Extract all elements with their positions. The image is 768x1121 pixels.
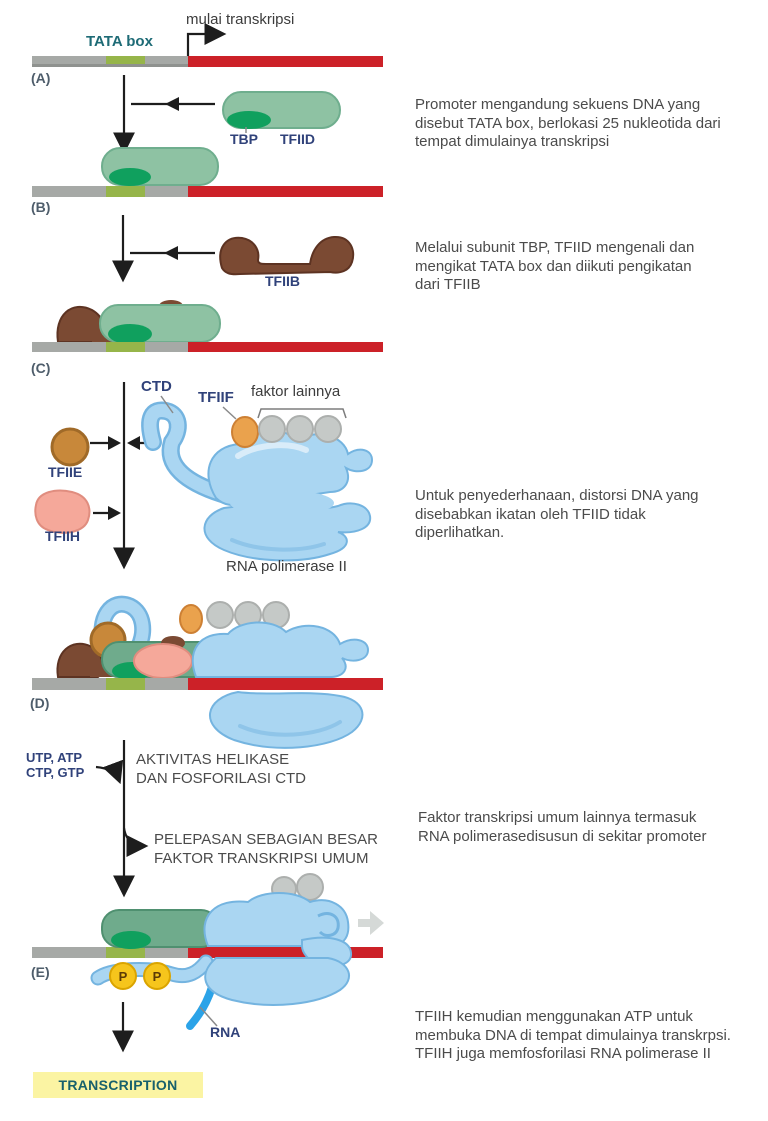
tfiib-label: TFIIB <box>265 273 300 289</box>
other-factors-label: faktor lainnya <box>251 383 341 400</box>
tata-box-label: TATA box <box>86 33 153 50</box>
caption-line: RNA polimerasedisusun di sekitar promote… <box>418 827 707 845</box>
caption-line: dari TFIIB <box>415 276 481 293</box>
caption-line: tempat dimulainya transkripsi <box>415 133 610 150</box>
caption-c: Untuk penyederhanaan, distorsi DNA yang … <box>415 487 699 543</box>
panel-b-arrows <box>112 215 215 283</box>
ntp-label: UTP, ATP CTP, GTP <box>26 750 84 780</box>
tfiih-shape <box>34 489 91 534</box>
panel-c-letter: (C) <box>31 360 51 376</box>
caption-line: Faktor transkripsi umum lainnya termasuk <box>418 809 697 826</box>
step-line: AKTIVITAS HELIKASE <box>136 751 290 768</box>
caption-line: disebabkan ikatan oleh TFIID tidak <box>415 505 646 523</box>
ntp-input-arrow-icon <box>95 759 124 785</box>
panel-b-letter: (B) <box>31 199 51 215</box>
tfiid-bound-shape <box>101 147 219 186</box>
release-step-label: PELEPASAN SEBAGIAN BESAR FAKTOR TRANSKRI… <box>154 831 378 868</box>
step-line: DAN FOSFORILASI CTD <box>136 769 307 787</box>
other-factors-shapes <box>258 415 342 443</box>
caption-line: TFIIH juga memfosforilasi RNA polimerase… <box>415 1045 711 1062</box>
caption-line: TFIIH kemudian menggunakan ATP untuk <box>415 1008 693 1025</box>
tfiie-shape <box>50 427 90 467</box>
elongating-polymerase <box>90 873 352 1030</box>
step-line: FAKTOR TRANSKRIPSI UMUM <box>154 849 369 867</box>
caption-line: Melalui subunit TBP, TFIID mengenali dan <box>415 239 695 256</box>
dna-bar-panel-e <box>32 947 383 958</box>
dna-bar-panel-b <box>32 342 383 352</box>
panel-e-letter: (E) <box>31 964 50 980</box>
panel-a-letter: (A) <box>31 70 51 86</box>
caption-line: membuka DNA di tempat dimulainya transkr… <box>415 1026 731 1044</box>
rna-label: RNA <box>210 1024 241 1040</box>
rna-polymerase-label: RNA polimerase II <box>226 558 347 575</box>
phosphate-p-label: P <box>118 969 128 984</box>
caption-line: diperlihatkan. <box>415 524 505 541</box>
caption-line: mengikat TATA box dan diikuti pengikatan <box>415 257 692 275</box>
caption-b: Melalui subunit TBP, TFIID mengenali dan… <box>415 239 694 295</box>
transcription-start-arrow-icon <box>186 23 227 56</box>
panel-d-letter: (D) <box>30 695 50 711</box>
tfiif-label: TFIIF <box>198 389 234 406</box>
caption-line: Untuk penyederhanaan, distorsi DNA yang <box>415 487 699 504</box>
phosphate-1 <box>109 962 137 990</box>
caption-line: disebut TATA box, berlokasi 25 nukleotid… <box>415 114 721 132</box>
ntp-line: UTP, ATP <box>26 750 83 765</box>
caption-d: Faktor transkripsi umum lainnya termasuk… <box>418 809 706 846</box>
transcription-banner: TRANSCRIPTION <box>33 1072 203 1098</box>
preinitiation-complex <box>56 595 370 749</box>
panel-a-arrows <box>113 75 215 155</box>
phosphate-p-label: P <box>152 969 162 984</box>
step-line: PELEPASAN SEBAGIAN BESAR <box>154 831 378 848</box>
tfiih-label: TFIIH <box>45 528 80 544</box>
release-output-arrow-icon <box>122 827 149 857</box>
rna-leader-line <box>199 1006 218 1027</box>
tfiid-free-shape <box>222 91 341 133</box>
caption-a: Promoter mengandung sekuens DNA yang dis… <box>415 96 721 152</box>
dna-bar-panel-d <box>32 678 383 690</box>
tfiif-leader-line <box>222 406 237 420</box>
other-factors-bracket <box>257 408 347 419</box>
rna-polymerase-ii-shape <box>141 401 374 562</box>
ctd-label: CTD <box>141 378 172 395</box>
movement-arrow-icon <box>358 911 384 935</box>
caption-e: TFIIH kemudian menggunakan ATP untuk mem… <box>415 1008 731 1064</box>
tfiif-shape <box>231 416 259 448</box>
helicase-step-label: AKTIVITAS HELIKASE DAN FOSFORILASI CTD <box>136 751 306 788</box>
step-arrows <box>95 740 149 898</box>
phosphate-2 <box>143 962 171 990</box>
caption-line: Promoter mengandung sekuens DNA yang <box>415 96 701 113</box>
tfiid-label: TFIID <box>280 131 315 147</box>
start-site-label: mulai transkripsi <box>186 11 295 28</box>
tfiid-tfiib-complex <box>56 300 221 344</box>
ctd-leader-line <box>160 395 174 414</box>
dna-bar-panel-a <box>32 186 383 197</box>
ntp-line: CTP, GTP <box>26 765 85 780</box>
tfiib-free-shape <box>219 235 355 276</box>
tbp-label: TBP <box>230 131 258 147</box>
dna-bar-top <box>32 56 383 67</box>
tfiie-label: TFIIE <box>48 464 83 480</box>
